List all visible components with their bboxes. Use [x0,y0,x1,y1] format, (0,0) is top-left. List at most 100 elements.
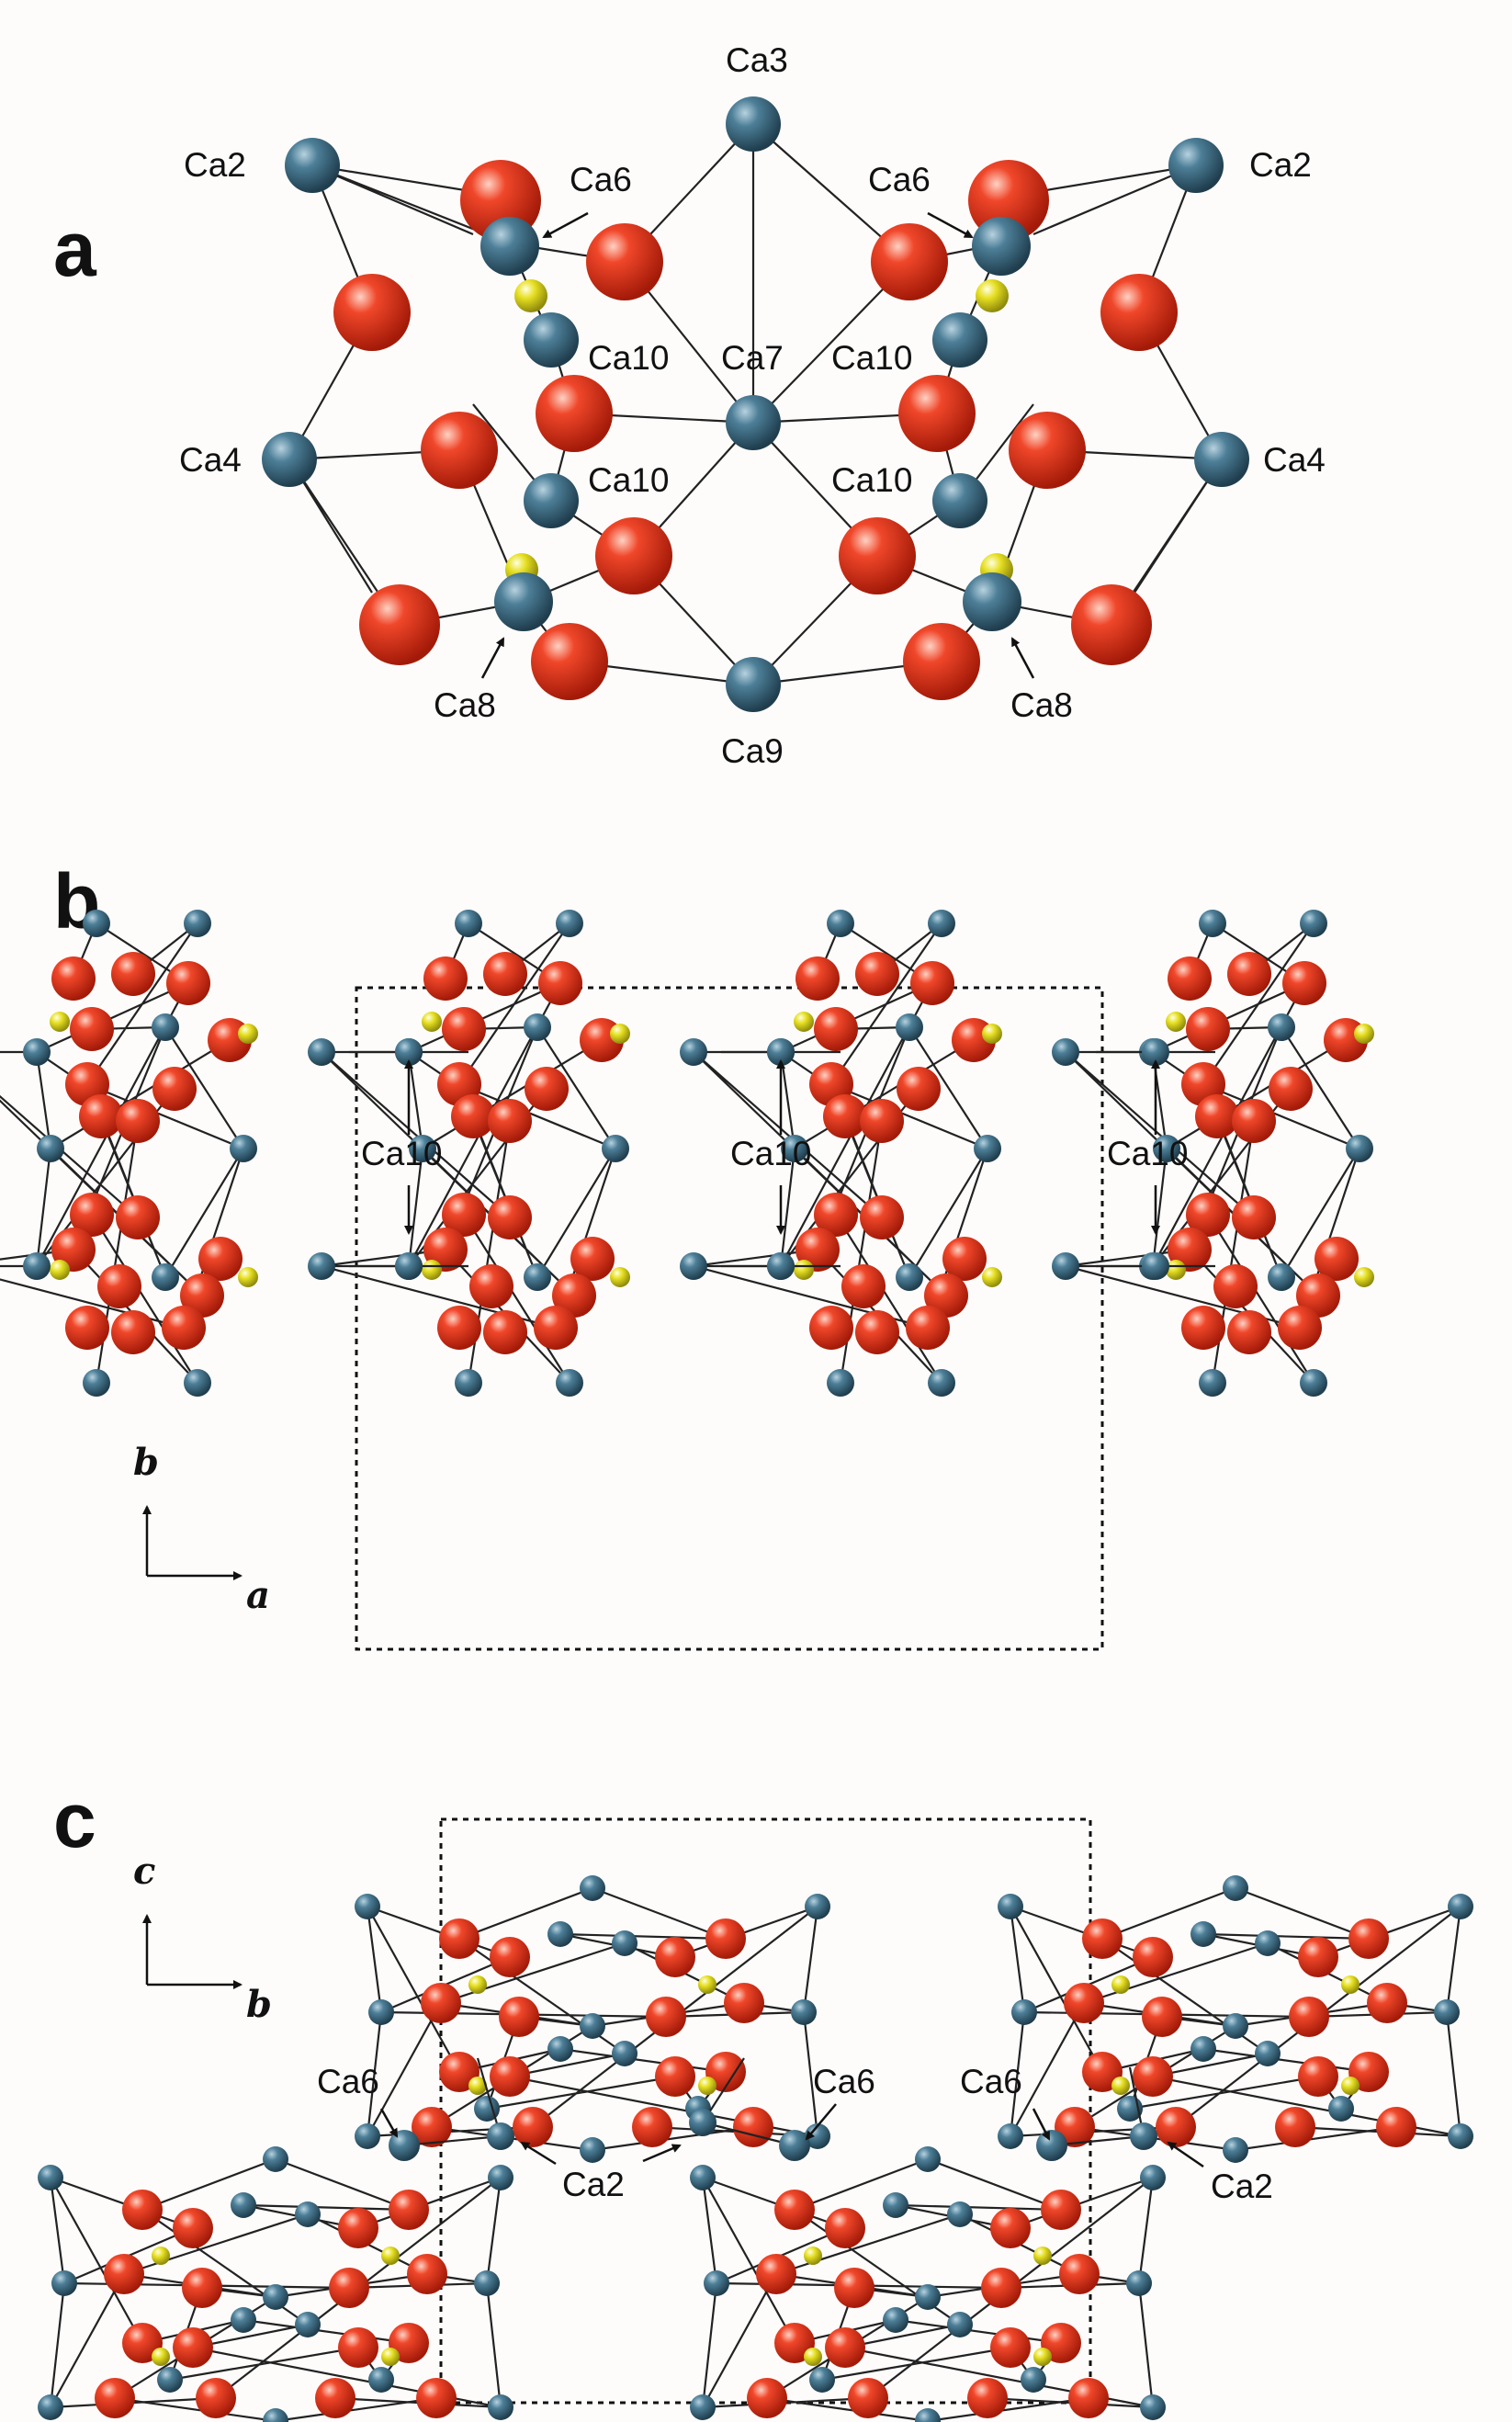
calcium-atom [1140,2394,1166,2420]
oxygen-atom [116,1099,160,1143]
calcium-atom [612,1930,638,1956]
calcium-atom [1142,1038,1169,1066]
calcium-atom [51,2270,77,2296]
oxygen-atom [1133,2056,1173,2097]
oxygen-atom [855,1310,899,1354]
oxygen-atom [871,223,948,300]
calcium-atom [915,2146,941,2172]
label-ca10: Ca10 [730,1135,811,1172]
oxygen-atom [632,2107,672,2147]
silicon-atom [238,1024,258,1044]
arrow-ca8-right [1010,637,1035,679]
calcium-atom [805,2123,830,2149]
panel-a-atom-labels: Ca2 Ca3 Ca2 Ca6 Ca6 Ca10 Ca7 Ca10 Ca4 Ca… [179,41,1326,770]
arrow-ca2 [642,2144,682,2163]
calcium-atom [827,910,854,937]
calcium-atom-ca7 [726,395,781,450]
calcium-atom [488,2165,513,2190]
oxygen-atom [1059,2254,1100,2294]
inter-unit-links [389,2057,1157,2161]
silicon-atom [1341,1975,1360,1994]
oxygen-atom [1156,2107,1196,2147]
oxygen-atom [655,2056,695,2097]
oxygen-atom [166,961,210,1005]
oxygen-atom [1296,1273,1340,1318]
oxygen-atom [359,584,440,665]
oxygen-atom [967,2378,1008,2418]
oxygen-atom [122,2190,163,2230]
calcium-atom [1153,1135,1180,1162]
calcium-atom [38,2394,63,2420]
oxygen-atom [111,1310,155,1354]
silicon-atom [982,1267,1002,1287]
calcium-atom [1448,1894,1473,1919]
calcium-atom [690,2165,716,2190]
calcium-atom [524,1013,551,1041]
silicon-atom [1111,2077,1130,2095]
oxygen-atom [981,2268,1021,2308]
calcium-atom [883,2192,908,2218]
calcium-atom [488,2394,513,2420]
oxygen-atom [173,2208,213,2248]
oxygen-atom [1186,1193,1230,1237]
calcium-atom [974,1135,1001,1162]
oxygen-atom [1071,584,1152,665]
arrow-ca6 [379,2108,399,2138]
oxygen-atom [525,1067,569,1111]
oxygen-atom [1142,1997,1182,2037]
calcium-atom [295,2201,321,2227]
silicon-atom [381,2348,400,2366]
oxygen-atom [1367,1983,1407,2023]
calcium-atom-ca6 [972,217,1031,276]
oxygen-atom [860,1099,904,1143]
silicon-atom [1341,2077,1360,2095]
oxygen-atom [423,956,468,1001]
calcium-atom [368,1999,394,2025]
calcium-atom [308,1252,335,1280]
oxygen-atom [747,2378,787,2418]
label-ca10-upper-right: Ca10 [831,339,912,377]
calcium-atom [827,1369,854,1397]
oxygen-atom [488,1099,532,1143]
calcium-atom [263,2408,288,2422]
calcium-atom [368,2367,394,2393]
structural-unit [38,2146,513,2422]
oxygen-atom [834,2268,874,2308]
oxygen-atom [104,2254,144,2294]
oxygen-atom [1009,412,1086,489]
silicon-atom [1166,1012,1186,1032]
calcium-atom [690,2394,716,2420]
silicon-atom [50,1012,70,1032]
unit-cell-outline [355,986,1104,1651]
axis-label-b: b [246,1983,272,2026]
oxygen-atom [1298,2056,1338,2097]
calcium-atom [602,1135,629,1162]
oxygen-atom [1269,1067,1313,1111]
calcium-atom [915,2408,941,2422]
oxygen-atom [65,1306,109,1350]
label-ca8-left: Ca8 [434,686,496,724]
calcium-atom [580,2137,605,2163]
oxygen-atom [499,1997,539,2037]
calcium-atom [767,1252,795,1280]
oxygen-atom [329,2268,369,2308]
calcium-atom [355,1894,380,1919]
bonds [403,2057,1145,2147]
calcium-atom [1448,2123,1473,2149]
oxygen-atom [898,375,976,452]
panel-c-ca2-labels: Ca2 Ca2 [520,2141,1273,2205]
silicon-atom [794,1012,814,1032]
calcium-atom [1255,1930,1281,1956]
calcium-atom-ca10 [932,312,987,368]
calcium-atom [1011,1999,1037,2025]
oxygen-atom [97,1264,141,1308]
panel-c-units [38,1875,1473,2422]
calcium-atom [1223,2137,1248,2163]
oxygen-atom [1376,2107,1416,2147]
calcium-atom [230,1135,257,1162]
panel-a-label: a [53,206,97,292]
oxygen-atom [1278,1306,1322,1350]
silicon-atom [698,1975,717,1994]
calcium-atom [83,1369,110,1397]
label-ca10-lower-right: Ca10 [831,461,912,499]
